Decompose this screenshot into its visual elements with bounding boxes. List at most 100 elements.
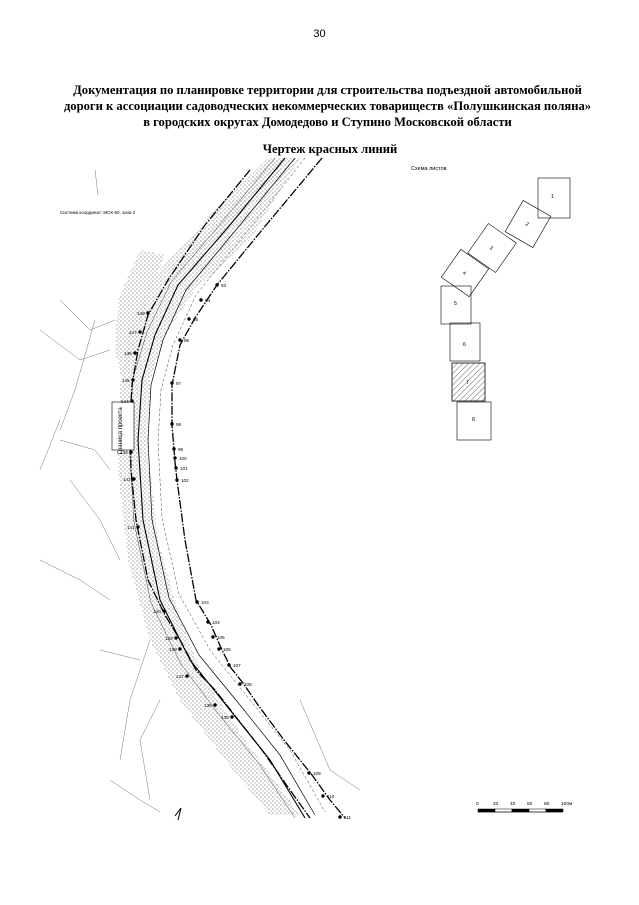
- red-line-point-93: [215, 283, 219, 287]
- sheet-7-active: 7: [451, 362, 486, 402]
- point-label-145: 145: [122, 378, 130, 383]
- drawing-title: Чертеж красных линий: [262, 142, 398, 156]
- coordinate-system-label: Система координат: МСК-50, зона 2: [60, 210, 136, 215]
- vegetation-area-left: [115, 250, 165, 380]
- scale-segment: [511, 808, 530, 813]
- point-label-94: 94: [205, 298, 211, 303]
- cut-mark: [174, 807, 182, 821]
- point-label-95: 95: [193, 317, 199, 322]
- point-label-142: 142: [123, 477, 131, 482]
- red-line-point-145: [131, 378, 135, 382]
- point-label-106: 106: [223, 647, 231, 652]
- red-line-point-106: [217, 647, 221, 651]
- point-label-101: 101: [180, 466, 188, 471]
- red-line-point-97: [170, 381, 174, 385]
- red-line-point-141: [136, 525, 140, 529]
- point-label-143: 143: [120, 450, 128, 455]
- red-line-point-102: [175, 478, 179, 482]
- red-line-point-96: [178, 338, 182, 342]
- sheet-8-label: 8: [472, 417, 475, 423]
- scale-segment: [494, 808, 513, 813]
- red-line-point-135: [230, 715, 234, 719]
- scale-segment: [528, 808, 547, 813]
- point-label-100: 100: [179, 456, 187, 461]
- point-label-135: 135: [221, 715, 229, 720]
- sheet-3: 3: [467, 223, 517, 273]
- red-line-point-148: [146, 311, 150, 315]
- red-line-point-111: [338, 815, 342, 819]
- project-boundary-marker: Граница проекта: [111, 401, 135, 454]
- point-label-96: 96: [184, 338, 190, 343]
- point-label-103: 103: [201, 600, 209, 605]
- document-title-line-1: Документация по планировке территории дл…: [73, 83, 582, 97]
- point-label-139: 139: [165, 636, 173, 641]
- point-label-141: 141: [127, 525, 135, 530]
- red-line-right: [171, 157, 346, 819]
- document-title: Документация по планировке территории дл…: [40, 82, 615, 130]
- red-line-point-108: [238, 682, 242, 686]
- scale-tick-label: 80: [544, 801, 550, 807]
- red-line-point-110: [321, 794, 325, 798]
- red-line-point-95: [187, 317, 191, 321]
- sheet-7-label: 7: [466, 380, 469, 386]
- sheet-4: 4: [440, 248, 490, 298]
- sheet-6: 6: [449, 322, 481, 362]
- point-label-93: 93: [221, 283, 227, 288]
- point-label-107: 107: [233, 663, 241, 668]
- red-line-point-143: [129, 450, 133, 454]
- vegetation-area: [118, 158, 300, 815]
- red-line-point-109: [307, 771, 311, 775]
- red-line-point-139: [174, 636, 178, 640]
- point-label-105: 105: [217, 635, 225, 640]
- red-line-point-136: [213, 703, 217, 707]
- sheet-scheme-label: Схема листов: [411, 166, 447, 172]
- point-label-136: 136: [204, 703, 212, 708]
- sheet-5-label: 5: [454, 301, 457, 307]
- sheet-8: 8: [456, 401, 492, 441]
- point-label-104: 104: [212, 620, 220, 625]
- red-line-point-94: [199, 298, 203, 302]
- red-line-point-107: [227, 663, 231, 667]
- sheet-6-label: 6: [463, 342, 466, 348]
- point-label-98: 98: [176, 422, 182, 427]
- point-label-146: 146: [124, 351, 132, 356]
- red-line-point-99: [172, 447, 176, 451]
- red-line-point-142: [132, 477, 136, 481]
- point-label-108: 108: [244, 682, 252, 687]
- red-line-point-147: [138, 330, 142, 334]
- scale-tick-label: 100м: [561, 801, 572, 807]
- document-title-line-2: дороги к ассоциации садоводческих некомм…: [63, 99, 592, 113]
- red-line-point-144: [130, 399, 134, 403]
- document-title-line-3: в городских округах Домодедово и Ступино…: [143, 115, 512, 129]
- sheet-4-label: 4: [461, 270, 467, 277]
- scale-tick-label: 0: [476, 801, 479, 807]
- point-label-99: 99: [178, 447, 184, 452]
- scale-tick-label: 40: [510, 801, 516, 807]
- scale-tick-label: 20: [493, 801, 499, 807]
- project-boundary-label: Граница проекта: [118, 407, 124, 454]
- scale-segment: [477, 808, 496, 813]
- sheet-5: 5: [440, 285, 472, 325]
- sheet-2-label: 2: [524, 221, 530, 228]
- point-label-148: 148: [137, 311, 145, 316]
- page-number: 30: [313, 28, 326, 40]
- point-label-111: 111: [344, 815, 351, 820]
- sheet-1-label: 1: [551, 194, 554, 200]
- red-line-point-101: [174, 466, 178, 470]
- red-line-point-100: [173, 456, 177, 460]
- point-label-138: 138: [169, 647, 177, 652]
- red-line-right-points: 9394959697989910010110210310410510610710…: [170, 283, 351, 820]
- point-label-110: 110: [327, 794, 335, 799]
- sheet-scheme: 1 2 3 4 5 6 7 8: [440, 177, 571, 441]
- red-line-point-137: [185, 674, 189, 678]
- red-line-left-points: 1481471461451441431421411401391381371361…: [120, 311, 234, 720]
- point-label-102: 102: [181, 478, 189, 483]
- point-label-137: 137: [176, 674, 184, 679]
- red-line-point-104: [206, 620, 210, 624]
- scale-segment: [545, 808, 564, 813]
- red-line-left: [129, 169, 311, 819]
- topographic-lines: [39, 169, 361, 813]
- red-line-point-138: [178, 647, 182, 651]
- point-label-109: 109: [313, 771, 321, 776]
